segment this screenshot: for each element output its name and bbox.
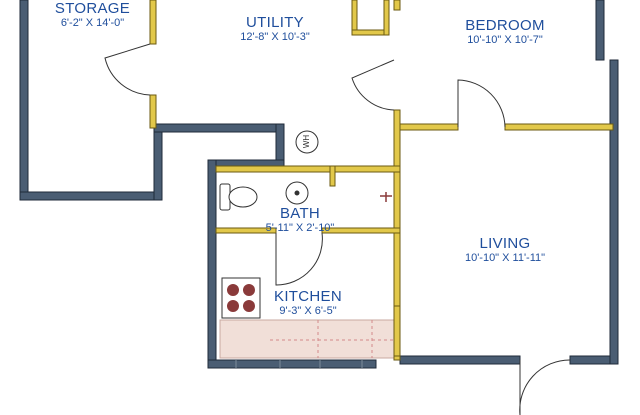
kitchen-counter: [219, 319, 401, 359]
bath-label: BATH 5'-11" X 2'-10": [250, 205, 350, 235]
water-heater-label: WH: [302, 134, 312, 149]
kitchen-name: KITCHEN: [274, 288, 342, 305]
toilet: [219, 183, 258, 211]
utility-name: UTILITY: [246, 14, 304, 31]
bath-name: BATH: [279, 205, 321, 222]
shower-fixture: [380, 192, 392, 202]
storage-dims: 6'-2" X 14'-0": [60, 17, 125, 30]
interior-walls: [149, 0, 614, 361]
stove: [221, 277, 261, 319]
windows: [235, 360, 363, 368]
utility-label: UTILITY 12'-8" X 10'-3": [220, 14, 330, 44]
kitchen-label: KITCHEN 9'-3" X 6'-5": [258, 288, 358, 318]
living-name: LIVING: [479, 235, 531, 252]
kitchen-dims: 9'-3" X 6'-5": [279, 305, 337, 318]
bedroom-dims: 10'-10" X 10'-7": [467, 34, 543, 47]
utility-dims: 12'-8" X 10'-3": [240, 31, 310, 44]
bath-dims: 5'-11" X 2'-10": [265, 222, 335, 235]
bedroom-name: BEDROOM: [465, 17, 545, 34]
door-swings: [104, 43, 571, 415]
living-dims: 10'-10" X 11'-11": [464, 252, 546, 265]
bedroom-label: BEDROOM 10'-10" X 10'-7": [450, 17, 560, 47]
bath-sink: [285, 181, 309, 205]
living-label: LIVING 10'-10" X 11'-11": [450, 235, 560, 265]
storage-label: STORAGE 6'-2" X 14'-0": [40, 0, 145, 30]
water-heater: [295, 130, 319, 154]
storage-name: STORAGE: [54, 0, 131, 17]
